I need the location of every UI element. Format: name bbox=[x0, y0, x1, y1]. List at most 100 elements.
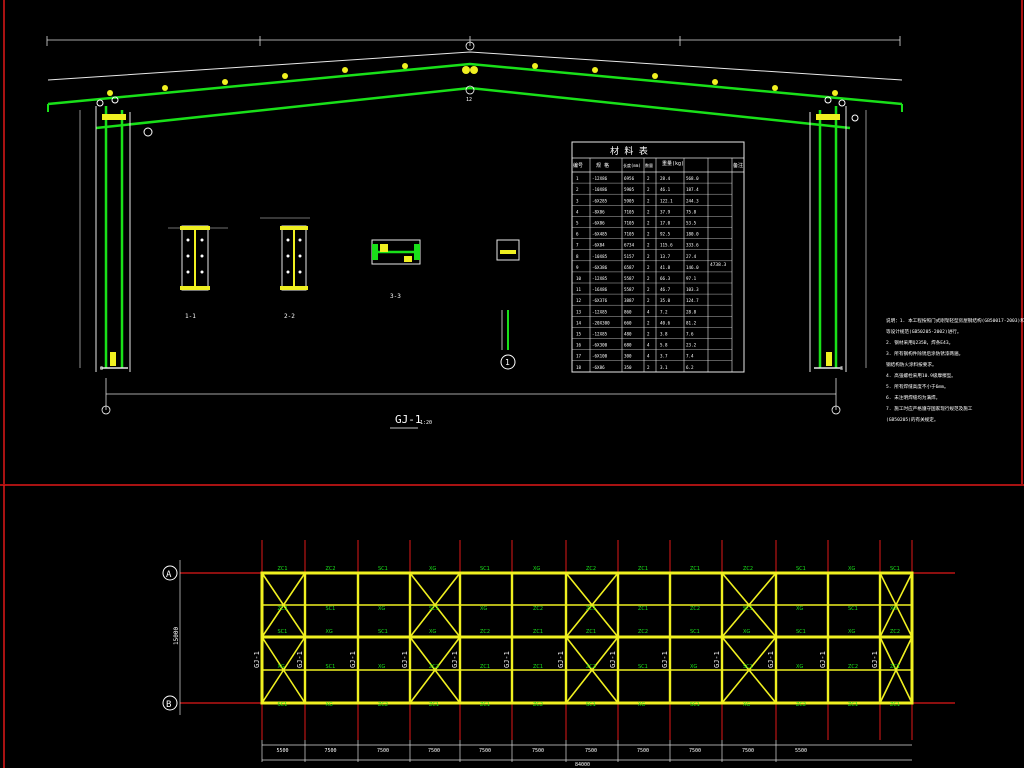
table-cell: -6X100 bbox=[592, 354, 608, 359]
section-3-3: 3-3 bbox=[371, 239, 421, 300]
brace-label: ZC1 bbox=[533, 664, 543, 670]
brace-label: ZC2 bbox=[326, 566, 336, 572]
brace-label: ZC2 bbox=[378, 702, 388, 708]
bay-dim: 7500 bbox=[689, 748, 701, 754]
brace-label: ZC1 bbox=[890, 702, 900, 708]
table-cell: 35.0 bbox=[660, 298, 671, 303]
frame-scale: 1:20 bbox=[420, 420, 432, 426]
table-cell: 4 bbox=[647, 354, 650, 359]
frame-label: GJ-1 bbox=[819, 651, 827, 668]
brace-label: SC1 bbox=[429, 606, 439, 612]
axis-label-b: B bbox=[166, 700, 171, 710]
table-cell: 7105 bbox=[624, 232, 635, 237]
brace-label: XG bbox=[378, 664, 385, 670]
brace-label: ZC2 bbox=[743, 566, 753, 572]
table-cell: -12X85 bbox=[592, 276, 608, 281]
frame-label: GJ-1 bbox=[253, 651, 261, 668]
table-cell: 7105 bbox=[624, 209, 635, 214]
frame-label: GJ-1 bbox=[349, 651, 357, 668]
table-cell: 46.1 bbox=[660, 187, 671, 192]
section-label-2-2: 2-2 bbox=[284, 313, 295, 320]
bay-dim: 5500 bbox=[795, 748, 807, 754]
table-cell: 5587 bbox=[624, 276, 635, 281]
table-cell: 92.5 bbox=[660, 232, 671, 237]
note-line: 5. 所有焊缝高度不小于6mm。 bbox=[886, 383, 949, 390]
brace-label: ZC2 bbox=[796, 702, 806, 708]
right-column bbox=[809, 96, 859, 372]
table-cell: 2 bbox=[647, 221, 650, 226]
brace-label: ZC2 bbox=[429, 664, 439, 670]
table-cell: -6X485 bbox=[592, 232, 608, 237]
x-brace bbox=[261, 572, 306, 638]
frame-label: GJ-1 bbox=[661, 651, 669, 668]
table-cell: 350 bbox=[624, 365, 632, 370]
table-cell: 7105 bbox=[624, 221, 635, 226]
table-cell: 2 bbox=[647, 176, 650, 181]
table-cell: 46.7 bbox=[660, 287, 671, 292]
brace-label: ZC1 bbox=[480, 664, 490, 670]
table-cell: 6956 bbox=[624, 176, 635, 181]
x-brace bbox=[879, 572, 913, 638]
table-cell: 2 bbox=[647, 332, 650, 337]
th-note: 备注 bbox=[733, 162, 743, 169]
table-cell: 6 bbox=[576, 232, 579, 237]
table-cell: 7 bbox=[576, 243, 579, 248]
brace-label: XG bbox=[278, 664, 285, 670]
table-cell: 2 bbox=[647, 209, 650, 214]
table-cell: 3.7 bbox=[660, 354, 668, 359]
table-cell: 13 bbox=[576, 309, 582, 314]
table-cell: 2 bbox=[647, 243, 650, 248]
table-cell: -8X86 bbox=[592, 209, 605, 214]
table-cell: 568.0 bbox=[686, 176, 699, 181]
bay-dim: 7500 bbox=[585, 748, 597, 754]
frame-label: GJ-1 bbox=[557, 651, 565, 668]
brace-label: SC1 bbox=[743, 606, 753, 612]
x-brace bbox=[565, 636, 619, 704]
general-notes: 说明：1. 本工程按照门式刚架轻型房屋钢结构(GB50017-2003)和CEC… bbox=[886, 317, 1024, 423]
x-brace bbox=[721, 636, 777, 704]
bay-dim: 5500 bbox=[277, 748, 289, 754]
brace-label: SC1 bbox=[796, 629, 806, 635]
brace-label: SC1 bbox=[378, 629, 388, 635]
table-cell: 4 bbox=[647, 309, 650, 314]
table-cell: 2 bbox=[647, 365, 650, 370]
table-cell: 115.6 bbox=[660, 243, 673, 248]
table-cell: 860 bbox=[624, 309, 632, 314]
brace-label: XG bbox=[378, 606, 385, 612]
table-cell: 3.8 bbox=[660, 332, 668, 337]
axis-label-left: 3 bbox=[100, 366, 103, 372]
brace-label: XG bbox=[848, 566, 855, 572]
axis-bubble-right bbox=[831, 405, 841, 415]
table-cell: 333.6 bbox=[686, 243, 699, 248]
brace-label: ZC2 bbox=[690, 606, 700, 612]
brace-label: XG bbox=[890, 606, 897, 612]
table-cell: 2 bbox=[647, 187, 650, 192]
table-cell: 6587 bbox=[624, 265, 635, 270]
brace-label: XG bbox=[638, 702, 645, 708]
table-cell: 8 bbox=[576, 254, 579, 259]
table-cell: 2 bbox=[647, 198, 650, 203]
table-cell: 180.0 bbox=[686, 232, 699, 237]
bay-dim: 7500 bbox=[428, 748, 440, 754]
table-cell: 5587 bbox=[624, 287, 635, 292]
table-cell: 18 bbox=[576, 365, 582, 370]
table-cell: -6X86 bbox=[592, 221, 605, 226]
brace-label: ZC2 bbox=[586, 566, 596, 572]
brace-label: ZC1 bbox=[890, 664, 900, 670]
brace-label: XG bbox=[743, 629, 750, 635]
table-cell: 97.1 bbox=[686, 276, 697, 281]
frame-label: GJ-1 bbox=[296, 651, 304, 668]
table-cell: 41.8 bbox=[660, 265, 671, 270]
detail-node: 1 bbox=[496, 239, 520, 370]
table-cell: 7.4 bbox=[686, 354, 694, 359]
note-line: 说明：1. 本工程按照门式刚架轻型房屋钢结构(GB50017-2003)和CEC… bbox=[886, 317, 1024, 324]
brace-label: XG bbox=[429, 629, 436, 635]
table-cell: 122.1 bbox=[660, 198, 673, 203]
brace-label: SC1 bbox=[278, 702, 288, 708]
table-cell: 81.2 bbox=[686, 320, 697, 325]
table-cell: -6X300 bbox=[592, 343, 608, 348]
frame-label: GJ-1 bbox=[713, 651, 721, 668]
x-brace bbox=[721, 572, 777, 638]
note-line: 3. 所有钢构件除锈后涂防锈漆两遍。 bbox=[886, 350, 963, 357]
